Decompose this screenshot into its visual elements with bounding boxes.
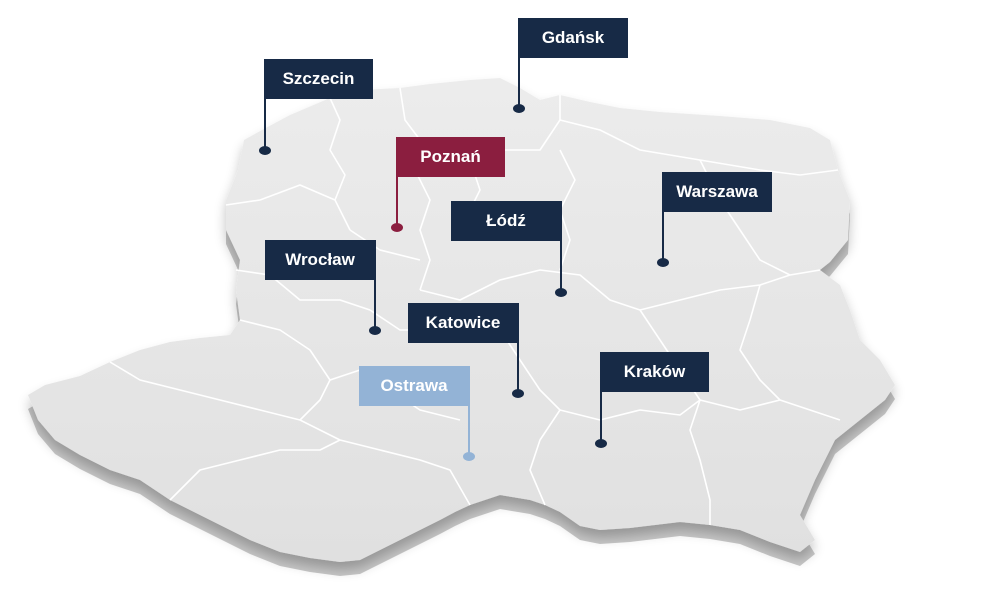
city-dot[interactable] (463, 451, 475, 461)
city-label[interactable]: Wrocław (265, 240, 375, 280)
city-label[interactable]: Poznań (396, 137, 505, 177)
flag-pole (518, 18, 520, 108)
city-label[interactable]: Szczecin (264, 59, 373, 99)
flag-pole (468, 366, 470, 456)
city-dot[interactable] (595, 438, 607, 448)
city-label[interactable]: Kraków (600, 352, 709, 392)
city-dot[interactable] (657, 257, 669, 267)
city-label[interactable]: Łódź (451, 201, 561, 241)
city-label[interactable]: Gdańsk (518, 18, 628, 58)
city-label[interactable]: Ostrawa (359, 366, 469, 406)
flag-pole (600, 352, 602, 443)
city-dot[interactable] (369, 325, 381, 335)
city-dot[interactable] (555, 287, 567, 297)
city-dot[interactable] (391, 222, 403, 232)
flag-pole (374, 240, 376, 330)
flag-pole (264, 59, 266, 150)
flag-pole (517, 303, 519, 393)
flag-pole (560, 201, 562, 292)
city-label[interactable]: Katowice (408, 303, 518, 343)
flag-pole (396, 137, 398, 227)
city-dot[interactable] (513, 103, 525, 113)
city-label[interactable]: Warszawa (662, 172, 772, 212)
city-dot[interactable] (259, 145, 271, 155)
city-dot[interactable] (512, 388, 524, 398)
flag-pole (662, 172, 664, 262)
